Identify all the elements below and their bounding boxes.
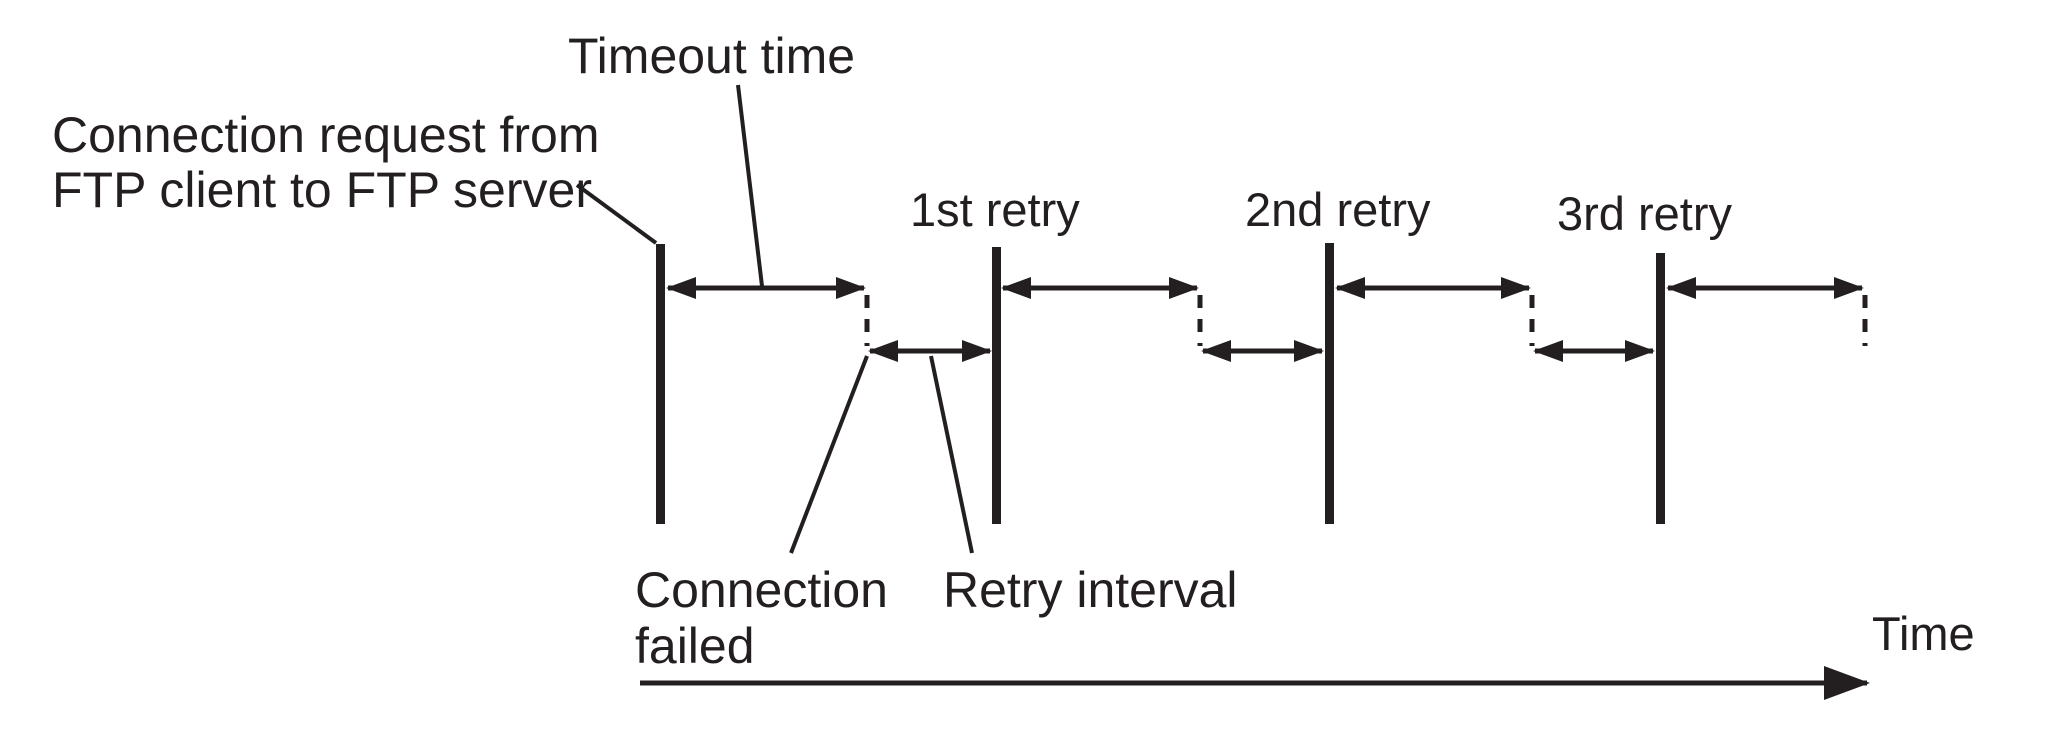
third-retry-label: 3rd retry — [1557, 187, 1732, 240]
connection-failed-label-line1: Connection — [635, 562, 888, 618]
connection-request-leader-line — [575, 183, 658, 245]
first-retry-label: 1st retry — [910, 183, 1080, 236]
timeout-time-label: Timeout time — [568, 28, 855, 84]
timeout-time-leader-line — [736, 84, 764, 287]
second-retry-label: 2nd retry — [1245, 183, 1431, 236]
connection-failed-leader-line — [789, 355, 869, 554]
retry-interval-label: Retry interval — [943, 562, 1238, 618]
retry-interval-leader-line — [929, 355, 974, 554]
connection-request-label-line1: Connection request from — [52, 107, 600, 163]
connection-request-label-line2: FTP client to FTP server — [52, 162, 592, 218]
connection-failed-label-line2: failed — [635, 618, 755, 674]
time-axis-label: Time — [1872, 607, 1975, 660]
